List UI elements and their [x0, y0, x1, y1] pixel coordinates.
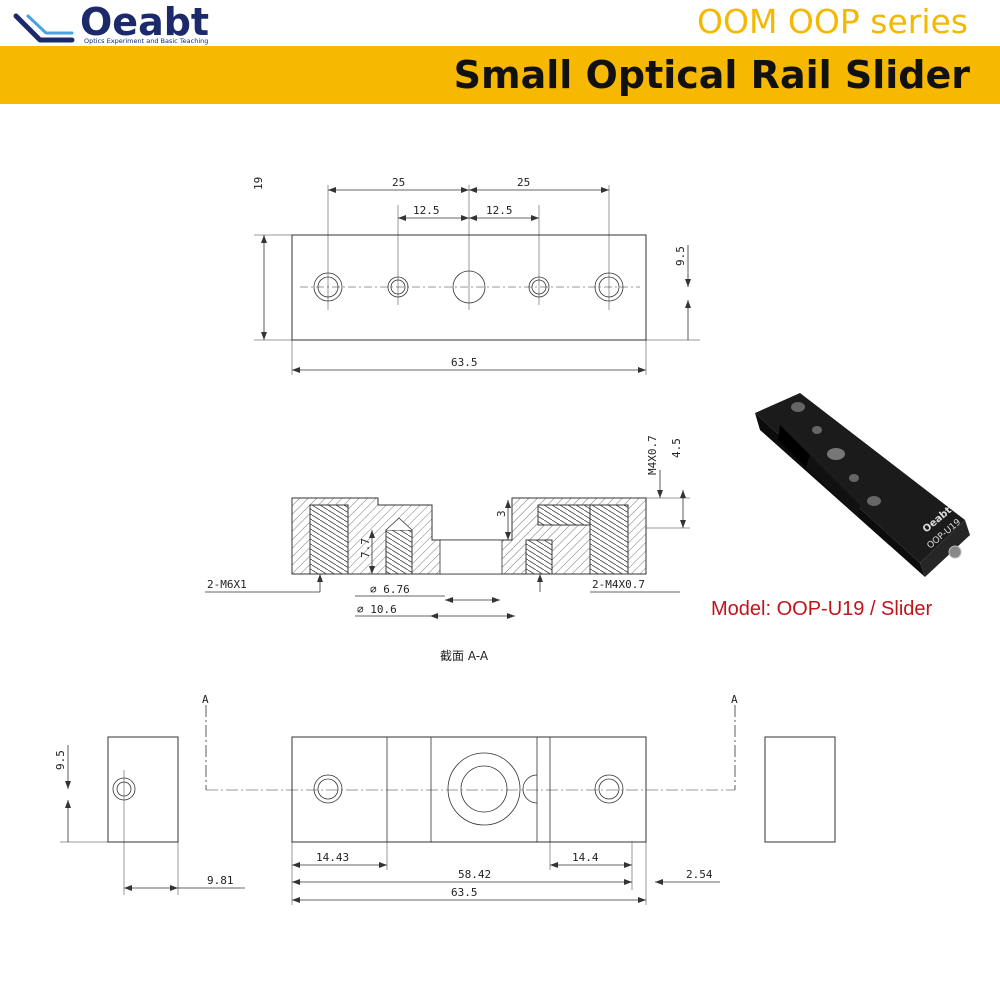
dim-side-height: 9.5 [54, 750, 67, 770]
dim-top-edge-offset: 9.5 [674, 246, 687, 266]
section-label: 截面 A-A [440, 649, 489, 663]
dim-section-depth-3: 3 [495, 510, 508, 517]
brand-logo: Oeabt Optics Experiment and Basic Teachi… [10, 0, 225, 46]
product-photo: Oeabt OOP-U19 [755, 393, 970, 577]
dim-top-left-spacing: 25 [392, 176, 405, 189]
dim-section-dia-106: ∅ 10.6 [357, 603, 397, 616]
dim-bottom-left: 14.43 [316, 851, 349, 864]
bottom-view [205, 705, 836, 905]
model-caption: Model: OOP-U19 / Slider [711, 598, 933, 620]
dim-bottom-length: 63.5 [451, 886, 478, 899]
dim-section-dia-45: 4.5 [670, 438, 683, 458]
dim-top-left-half: 12.5 [413, 204, 440, 217]
dim-section-depth-77: 7.7 [359, 538, 372, 558]
dim-side-offset: 9.81 [207, 874, 234, 887]
dim-section-m4-side: M4X0.7 [646, 435, 659, 475]
dim-top-length: 63.5 [451, 356, 478, 369]
dim-bottom-right: 14.4 [572, 851, 599, 864]
dim-section-m6: 2-M6X1 [207, 578, 247, 591]
brand-tagline: Optics Experiment and Basic Teaching [84, 37, 209, 45]
dim-top-right-spacing: 25 [517, 176, 530, 189]
series-title: OOM OOP series [697, 2, 968, 41]
title-banner: Small Optical Rail Slider [0, 46, 1000, 104]
dim-bottom-center: 58.42 [458, 868, 491, 881]
dim-top-right-half: 12.5 [486, 204, 513, 217]
brand-name: Oeabt [80, 0, 210, 44]
top-view [254, 185, 700, 375]
logo-icon [13, 13, 75, 43]
dim-section-dia-676: ∅ 6.76 [370, 583, 410, 596]
dim-section-m4: 2-M4X0.7 [592, 578, 645, 591]
page-title: Small Optical Rail Slider [453, 53, 970, 97]
side-view [60, 736, 245, 895]
section-view [205, 470, 690, 619]
dim-top-height: 19 [252, 177, 265, 190]
dim-bottom-end: 2.54 [686, 868, 713, 881]
section-mark-right: A [731, 693, 738, 706]
section-mark-left: A [202, 693, 209, 706]
